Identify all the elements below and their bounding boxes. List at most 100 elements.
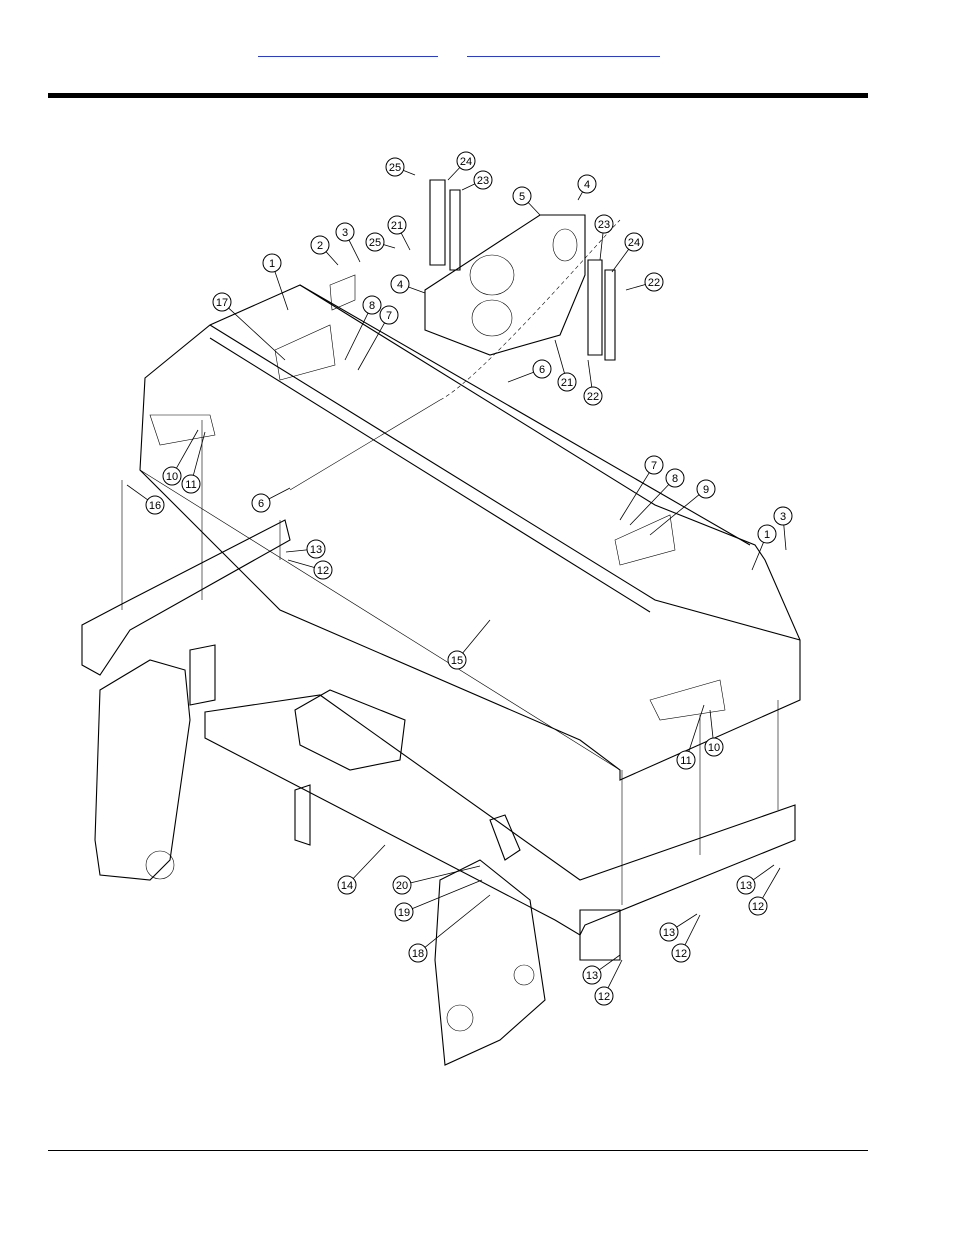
callout-leader: [228, 307, 286, 361]
callout-c1a: 1: [262, 253, 289, 311]
header-link-1[interactable]: [258, 40, 438, 57]
callout-number: 25: [369, 237, 381, 249]
callout-c12c: 12: [671, 914, 701, 963]
callout-number: 11: [680, 755, 691, 767]
callout-circle: [512, 186, 532, 206]
callout-circle: [757, 524, 777, 544]
callout-leader: [607, 959, 623, 989]
callout-number: 22: [587, 391, 599, 403]
callout-number: 1: [269, 258, 275, 270]
callout-circle: [447, 650, 467, 670]
callout-leader: [274, 271, 289, 311]
callout-leader: [325, 251, 339, 266]
callout-c23a: 23: [461, 170, 493, 191]
callout-circle: [594, 986, 614, 1006]
callout-number: 12: [317, 565, 329, 577]
callout-number: 21: [391, 220, 403, 232]
callout-circle: [456, 151, 476, 171]
callout-circle: [676, 750, 696, 770]
callout-c13a: 13: [285, 539, 326, 559]
callout-number: 24: [460, 156, 472, 168]
callout-number: 15: [451, 655, 463, 667]
callout-circle: [262, 253, 282, 273]
callout-c18: 18: [408, 894, 491, 963]
back-plate: [424, 179, 621, 401]
callout-number: 10: [166, 471, 178, 483]
callout-circle: [394, 902, 414, 922]
callout-number: 16: [149, 500, 161, 512]
callout-number: 21: [561, 377, 573, 389]
callout-circle: [387, 215, 407, 235]
callout-circle: [385, 157, 405, 177]
callout-leader: [357, 322, 385, 371]
callout-c5: 5: [512, 186, 541, 216]
callout-number: 8: [369, 300, 375, 312]
callout-leader: [400, 232, 411, 251]
callout-number: 5: [519, 191, 525, 203]
callout-circle: [379, 305, 399, 325]
callout-c15: 15: [447, 619, 491, 670]
callout-circle: [644, 455, 664, 475]
header-link-2[interactable]: [467, 40, 660, 57]
callout-circle: [583, 386, 603, 406]
footer-rule: [48, 1150, 868, 1151]
callout-number: 19: [398, 907, 410, 919]
callout-circle: [748, 896, 768, 916]
callout-circle: [659, 922, 679, 942]
callout-number: 18: [412, 948, 424, 960]
callout-circle: [671, 943, 691, 963]
callout-leader: [447, 167, 461, 181]
callout-circle: [644, 272, 664, 292]
callout-leader: [625, 284, 646, 291]
callout-c3b: 3: [773, 506, 793, 551]
callout-c21a: 21: [387, 215, 411, 251]
callout-number: 14: [341, 880, 353, 892]
callout-circle: [392, 875, 412, 895]
callout-c25a: 25: [385, 157, 416, 177]
callout-leader: [753, 864, 775, 881]
callout-c13d: 13: [582, 954, 621, 985]
callout-c17: 17: [212, 292, 286, 361]
callout-c19: 19: [394, 879, 483, 922]
callout-leader: [408, 286, 426, 294]
callout-number: 25: [389, 162, 401, 174]
callout-leader: [507, 371, 534, 383]
callout-leader: [577, 191, 583, 201]
callout-circle: [337, 875, 357, 895]
callout-circle: [390, 274, 410, 294]
callout-c22b: 22: [583, 359, 603, 406]
callout-number: 24: [628, 237, 640, 249]
callout-leader: [461, 183, 476, 191]
callout-circle: [532, 359, 552, 379]
callout-number: 2: [317, 240, 323, 252]
callout-number: 13: [740, 880, 752, 892]
callout-number: 13: [663, 927, 675, 939]
callout-leader: [649, 494, 700, 536]
callout-number: 13: [586, 970, 598, 982]
callout-number: 13: [310, 544, 322, 556]
callout-number: 22: [648, 277, 660, 289]
callout-c13b: 13: [736, 864, 775, 895]
callout-number: 12: [598, 991, 610, 1003]
callout-number: 11: [185, 479, 196, 491]
assembly-leaders: [121, 399, 779, 905]
callout-leader: [344, 312, 369, 361]
callout-leader: [684, 914, 701, 946]
callout-c22a: 22: [625, 272, 664, 292]
callout-circle: [365, 232, 385, 252]
callout-circle: [582, 965, 602, 985]
callout-c12a: 12: [287, 559, 333, 580]
callout-leader: [176, 429, 199, 469]
callout-circle: [773, 506, 793, 526]
callout-number: 4: [397, 279, 403, 291]
callout-number: 23: [477, 175, 489, 187]
callout-c12d: 12: [594, 959, 623, 1006]
callout-leader: [285, 549, 308, 553]
hopper-box: [139, 274, 801, 781]
callout-circle: [704, 737, 724, 757]
callout-c1b: 1: [751, 524, 777, 571]
callout-leader: [287, 559, 315, 568]
callout-c25b: 25: [365, 232, 396, 252]
callout-number: 7: [386, 310, 392, 322]
